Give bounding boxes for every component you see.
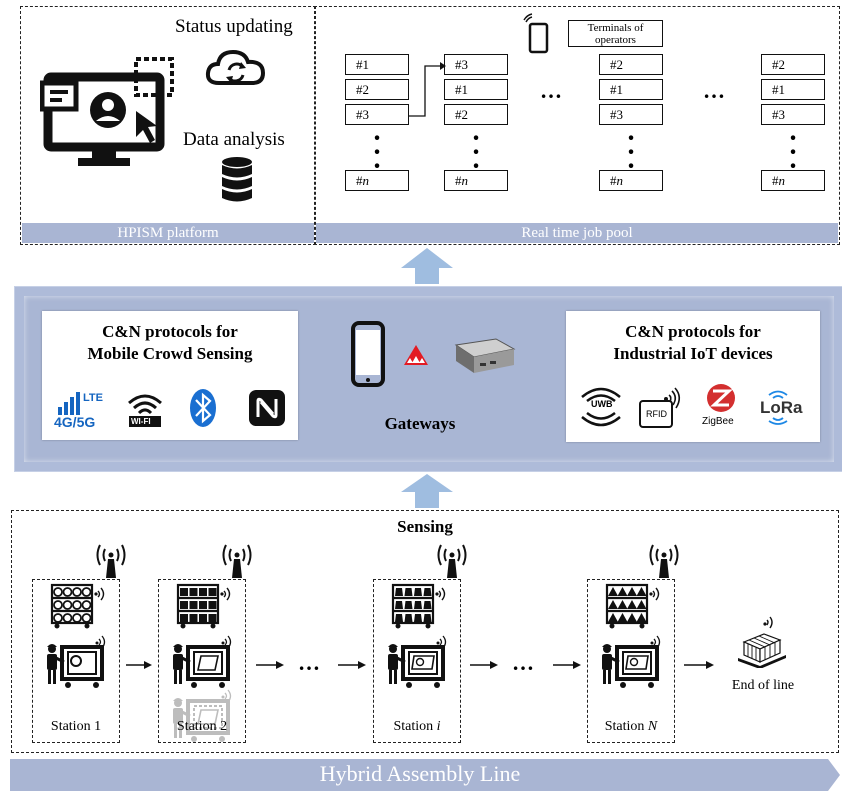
flow-arrow — [126, 657, 152, 675]
job-cell: #3 — [761, 104, 825, 125]
job-transfer-arrow — [409, 62, 446, 117]
flow-arrow — [470, 657, 498, 675]
job-pool-frame — [314, 6, 840, 245]
lte-label: LTE — [83, 392, 103, 404]
antenna-icon — [437, 544, 467, 578]
terminals-label: Terminals of operators — [568, 20, 663, 47]
worker-station-icon — [47, 635, 106, 688]
smartphone-icon — [351, 321, 385, 387]
antenna-icon — [222, 544, 252, 578]
lte-signal-icon — [58, 392, 80, 415]
job-cell: #1 — [761, 79, 825, 100]
job-cell: #1 — [444, 79, 508, 100]
up-arrow-top — [401, 248, 453, 284]
flow-ellipsis: … — [298, 650, 322, 675]
job-cell-last: #n — [345, 170, 409, 191]
sensing-label: Sensing — [397, 517, 453, 536]
wifi-icon — [128, 394, 162, 427]
end-of-line-label: End of line — [731, 678, 795, 693]
job-cell: #2 — [599, 54, 663, 75]
monitor-user-icon — [40, 57, 174, 166]
rfid-label: RFID — [646, 409, 667, 419]
cloud-sync-icon — [205, 49, 266, 85]
vertical-ellipsis: ··· — [471, 123, 481, 182]
antenna-icon — [96, 544, 126, 578]
up-arrow-bottom — [401, 474, 453, 508]
parts-rack-icon — [605, 583, 660, 629]
job-cell: #1 — [599, 79, 663, 100]
station-box — [158, 579, 246, 743]
zigbee-label: ZigBee — [702, 416, 734, 427]
left-panel-title-1: C&N protocols for — [102, 322, 238, 341]
database-icon — [222, 157, 252, 202]
vertical-ellipsis: ··· — [626, 123, 636, 182]
bluetooth-icon — [190, 389, 216, 427]
vertical-ellipsis: ··· — [788, 123, 798, 182]
job-cell-last: #n — [761, 170, 825, 191]
uwb-icon — [581, 387, 621, 427]
gateway-box-icon — [454, 338, 516, 373]
flow-arrow — [553, 657, 581, 675]
job-cell: #2 — [345, 79, 409, 100]
ghost-worker-station-icon — [173, 689, 232, 742]
flow-ellipsis: … — [512, 650, 536, 675]
hybrid-assembly-line-bar — [10, 759, 840, 791]
finished-pallets-icon — [738, 616, 786, 668]
job-cell-last: #n — [599, 170, 663, 191]
job-cell: #3 — [345, 104, 409, 125]
vertical-ellipsis: ··· — [372, 123, 382, 182]
worker-station-icon — [388, 635, 447, 688]
worker-station-icon — [602, 635, 661, 688]
station-box — [587, 579, 675, 743]
parts-rack-icon — [176, 583, 231, 629]
status-updating-label: Status updating — [175, 16, 293, 37]
wifi-label: WI-FI — [131, 417, 151, 426]
job-cell: #2 — [761, 54, 825, 75]
job-ellipsis-2: … — [703, 78, 727, 103]
worker-station-icon — [173, 635, 232, 688]
hybrid-assembly-line-label: Hybrid Assembly Line — [319, 761, 521, 786]
station-box — [373, 579, 461, 743]
uwb-label: UWB — [591, 399, 613, 409]
sensing-frame — [11, 510, 839, 753]
hpism-platform-bar: HPISM platform — [22, 223, 314, 243]
lora-label: LoRa — [760, 398, 803, 417]
right-panel-title-1: C&N protocols for — [625, 322, 761, 341]
job-cell-last: #n — [444, 170, 508, 191]
mobile-crowd-sensing-panel: C&N protocols for Mobile Crowd Sensing L… — [42, 311, 298, 440]
station-label: Station 2 — [176, 719, 228, 734]
station-label: Station N — [604, 719, 658, 734]
job-cell: #2 — [444, 104, 508, 125]
flow-arrow — [338, 657, 366, 675]
job-ellipsis-1: … — [540, 78, 564, 103]
station-box — [32, 579, 120, 743]
industrial-iot-panel: C&N protocols for Industrial IoT devices… — [566, 311, 820, 442]
data-analysis-label: Data analysis — [183, 129, 285, 150]
parts-rack-icon — [50, 583, 105, 629]
real-time-job-pool-bar: Real time job pool — [316, 223, 838, 243]
nfc-icon — [249, 390, 285, 426]
parts-rack-icon — [391, 583, 446, 629]
rfid-icon — [639, 387, 681, 428]
hpism-platform-frame — [20, 6, 316, 245]
job-cell: #3 — [444, 54, 508, 75]
lora-waves-icon — [768, 390, 788, 425]
flow-arrow — [256, 657, 284, 675]
zigbee-icon — [707, 384, 735, 412]
gateway-logo-icon — [404, 345, 428, 365]
left-panel-title-2: Mobile Crowd Sensing — [87, 344, 253, 363]
4g5g-label: 4G/5G — [54, 414, 96, 430]
antenna-icon — [649, 544, 679, 578]
gateways-label: Gateways — [384, 414, 456, 433]
flow-arrow — [684, 657, 714, 675]
job-cell: #1 — [345, 54, 409, 75]
job-cell: #3 — [599, 104, 663, 125]
station-label: Station 1 — [50, 719, 102, 734]
phone-icon — [523, 13, 549, 54]
right-panel-title-2: Industrial IoT devices — [613, 344, 773, 363]
station-label: Station i — [393, 719, 441, 734]
